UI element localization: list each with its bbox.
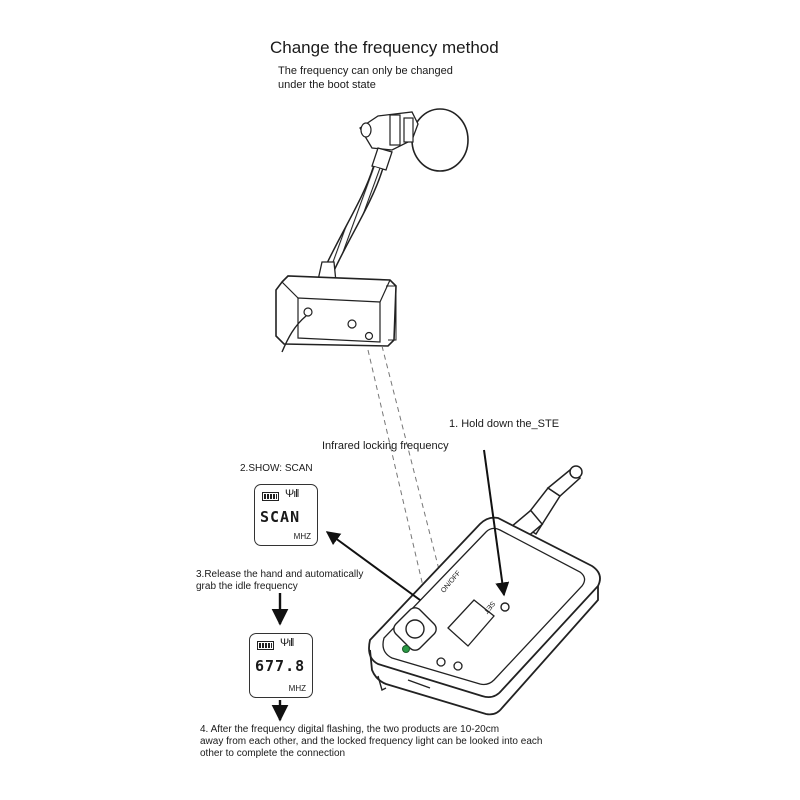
step-3-line-1: 3.Release the hand and automatically bbox=[196, 569, 364, 580]
antenna-signal-icon: Ψıll bbox=[285, 488, 299, 500]
status-led bbox=[402, 645, 410, 653]
step-4-line-3: other to complete the connection bbox=[200, 748, 346, 759]
frequency-reading: 677.8 bbox=[255, 657, 306, 675]
step-2-label: 2.SHOW: SCAN bbox=[240, 463, 313, 474]
frequency-display: Ψıll 677.8 MHZ bbox=[249, 633, 313, 698]
scan-display: Ψıll SCAN MHZ bbox=[254, 484, 318, 546]
arrow-to-scan-display bbox=[325, 531, 421, 601]
step-3-line-2: grab the idle frequency bbox=[196, 581, 298, 592]
scan-unit: MHZ bbox=[293, 532, 311, 541]
receiver-display bbox=[447, 599, 495, 647]
subtitle-line-2: under the boot state bbox=[278, 79, 376, 91]
arrow-to-set-button bbox=[483, 449, 510, 597]
page-title: Change the frequency method bbox=[270, 38, 499, 57]
receiver-device bbox=[368, 465, 601, 716]
step-4-line-1: 4. After the frequency digital flashing,… bbox=[200, 724, 500, 735]
battery-icon bbox=[262, 492, 279, 501]
antenna-signal-icon: Ψıll bbox=[280, 637, 294, 649]
step-3-label: 3.Release the hand and automatically gra… bbox=[196, 569, 363, 593]
step-4-line-2: away from each other, and the locked fre… bbox=[200, 736, 543, 747]
mic-cable bbox=[281, 315, 307, 353]
mic-head bbox=[411, 108, 469, 172]
battery-icon bbox=[257, 641, 274, 650]
microphone-transmitter bbox=[275, 108, 469, 353]
step-1-label: 1. Hold down the_STE bbox=[449, 418, 560, 430]
subtitle-line-1: The frequency can only be changed bbox=[278, 65, 453, 77]
frequency-unit: MHZ bbox=[288, 684, 306, 693]
set-button[interactable] bbox=[500, 602, 510, 612]
subtitle: The frequency can only be changed under … bbox=[278, 64, 453, 92]
scan-reading: SCAN bbox=[260, 508, 301, 526]
gooseneck bbox=[326, 166, 382, 270]
step-4-label: 4. After the frequency digital flashing,… bbox=[200, 724, 542, 760]
ir-window bbox=[436, 657, 446, 667]
infrared-label: Infrared locking frequency bbox=[322, 440, 449, 452]
